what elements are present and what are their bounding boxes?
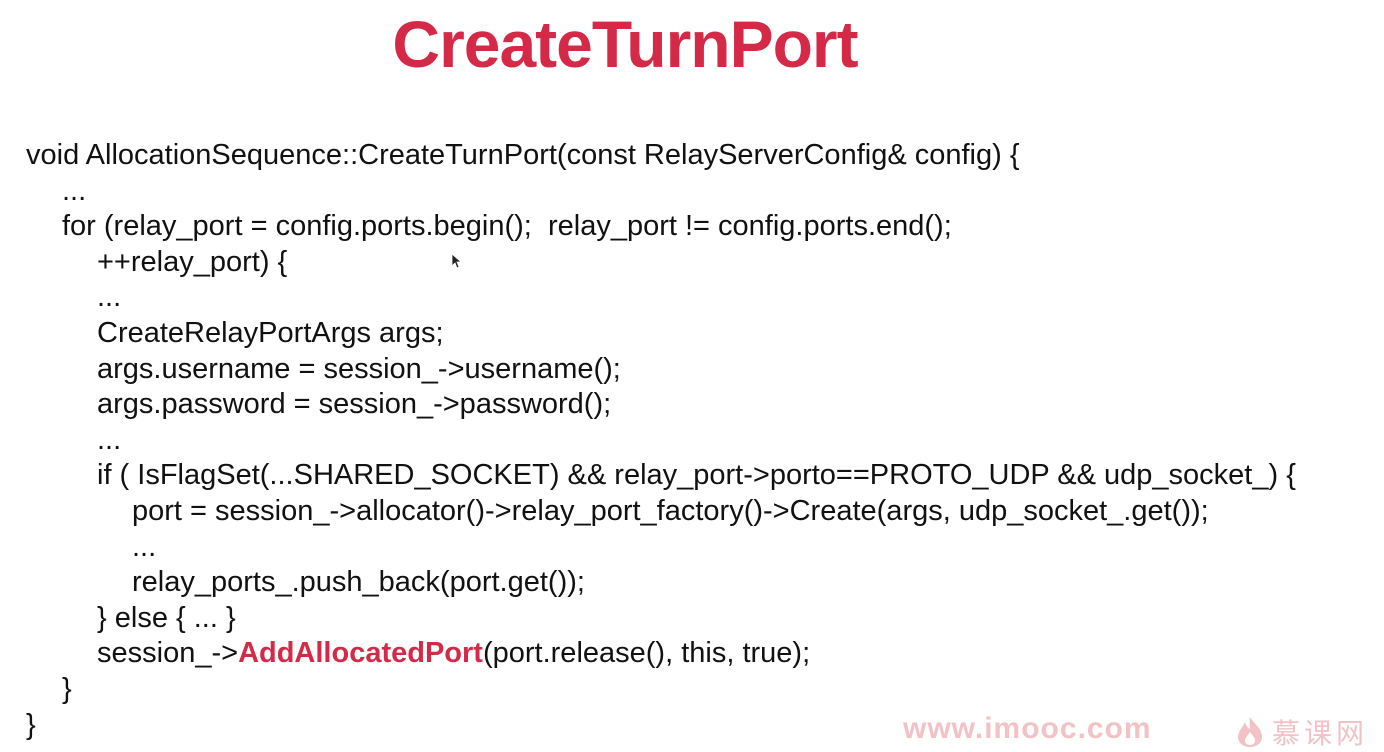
code-line: for (relay_port = config.ports.begin(); … [62, 210, 952, 243]
code-text: session_-> [97, 637, 239, 670]
code-line-highlighted: session_->AddAllocatedPort(port.release(… [26, 636, 1296, 672]
code-line: ++relay_port) { [97, 245, 288, 278]
code-line: ... [97, 281, 122, 314]
highlighted-function-name: AddAllocatedPort [238, 637, 483, 670]
code-line: if ( IsFlagSet(...SHARED_SOCKET) && rela… [97, 459, 1296, 492]
code-line: } [62, 672, 72, 705]
code-line: ... [97, 423, 122, 456]
watermark-url: www.imooc.com [903, 712, 1152, 745]
slide-title: CreateTurnPort [392, 7, 858, 81]
flame-logo-icon [1238, 717, 1262, 747]
code-line: port = session_->allocator()->relay_port… [132, 494, 1209, 527]
code-line: } else { ... } [97, 601, 236, 634]
code-line: args.username = session_->username(); [97, 352, 621, 385]
code-line: void AllocationSequence::CreateTurnPort(… [26, 139, 1020, 171]
mouse-cursor-icon [451, 253, 461, 269]
code-line: } [26, 708, 36, 741]
code-line: relay_ports_.push_back(port.get()); [132, 566, 585, 599]
code-text: (port.release(), this, true); [482, 637, 811, 670]
watermark-logo: 慕课网 [1236, 712, 1368, 752]
watermark-brand: 慕课网 [1272, 717, 1369, 750]
code-line: ... [132, 530, 157, 563]
code-line: ... [62, 174, 87, 207]
code-line: args.password = session_->password(); [97, 388, 612, 421]
code-block: void AllocationSequence::CreateTurnPort(… [26, 138, 1296, 743]
code-line: CreateRelayPortArgs args; [97, 316, 444, 349]
